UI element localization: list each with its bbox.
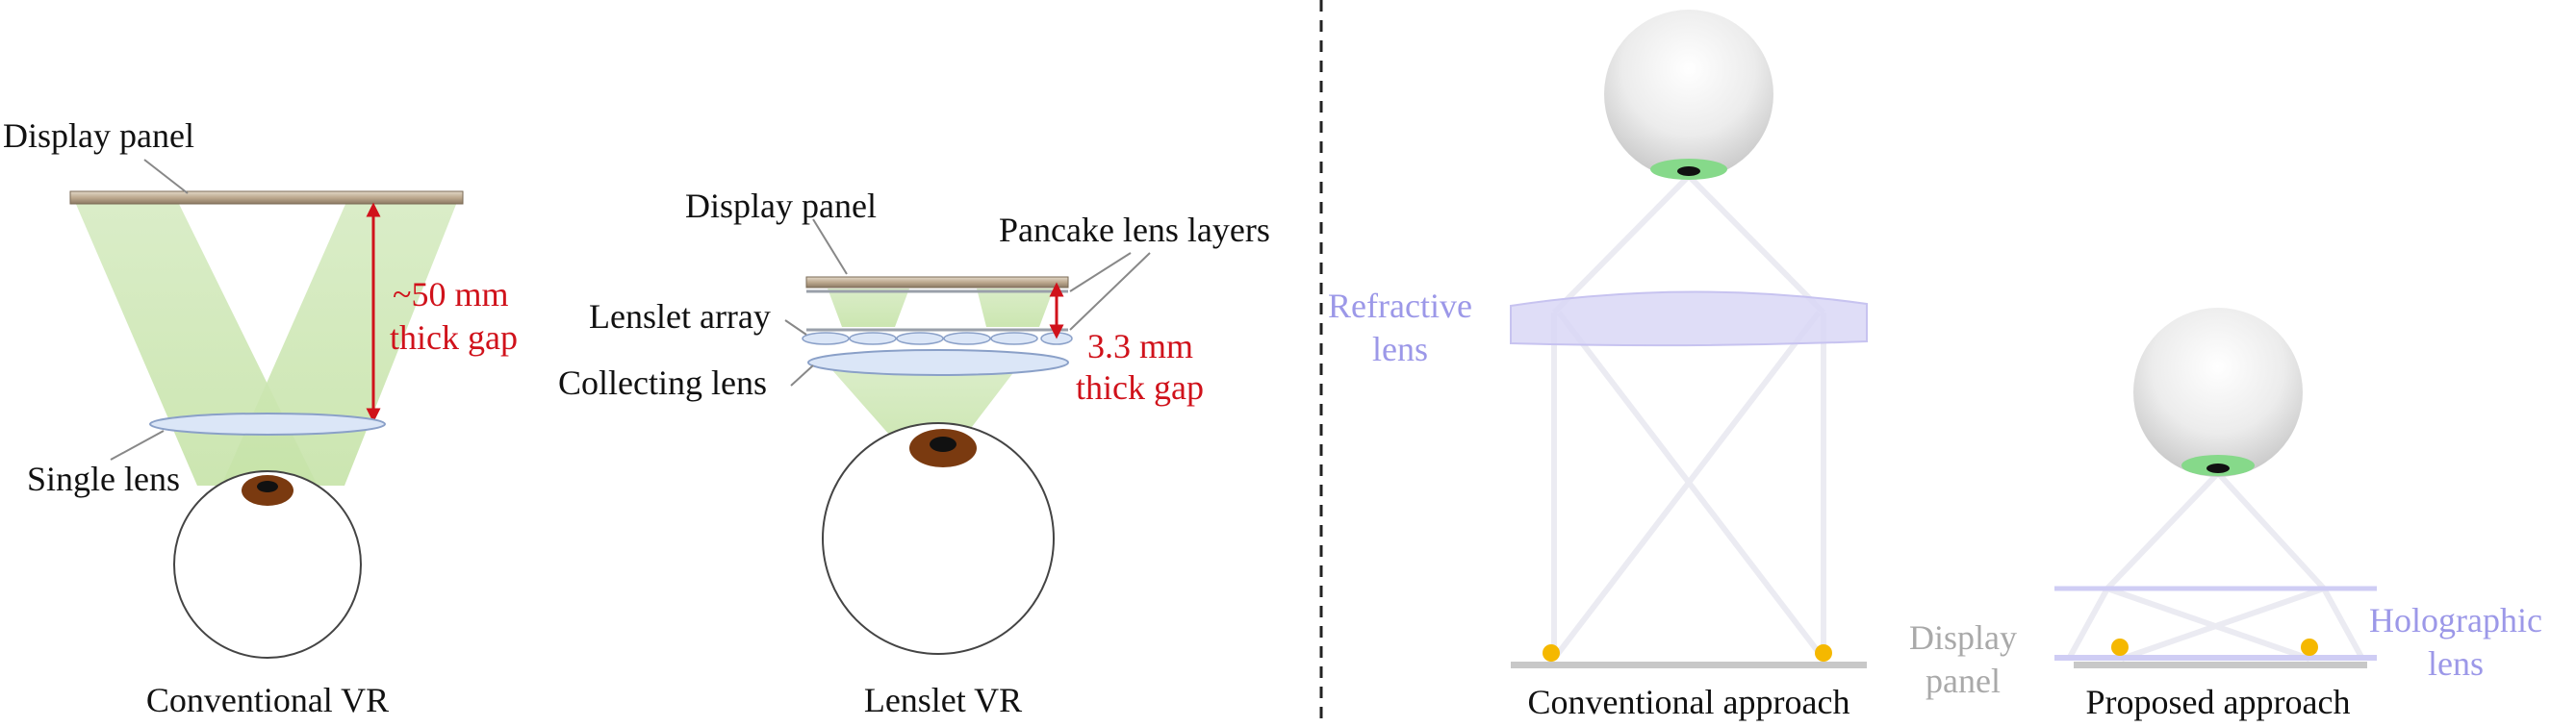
- conventional-approach-caption: Conventional approach: [1528, 683, 1850, 721]
- lenslet-array-label: Lenslet array: [589, 297, 771, 336]
- single-lens-leader: [110, 430, 165, 461]
- conventional-vr-panel: Display panel ~50 mm thick gap Single le…: [3, 116, 518, 719]
- conventional-approach-panel: Refractive lens Conventional approach: [1328, 10, 1868, 721]
- lenslet-pupil: [930, 437, 956, 452]
- proposed-approach-caption: Proposed approach: [2086, 683, 2351, 721]
- proposed-eye-sphere: [2133, 308, 2303, 477]
- eye-sphere: [1604, 10, 1773, 179]
- light-source-left: [1543, 644, 1560, 662]
- thin-gap-label-line2: thick gap: [1076, 368, 1204, 407]
- proposed-light-source-right: [2301, 639, 2318, 656]
- refractive-label-line1: Refractive: [1328, 287, 1472, 325]
- pupil-center: [1677, 166, 1700, 176]
- proposed-display-panel: [2074, 662, 2367, 668]
- light-beam-lenslet-b: [977, 288, 1054, 327]
- pancake-lens-label: Pancake lens layers: [999, 211, 1270, 249]
- lenslet-eyeball: [822, 422, 1055, 655]
- collecting-lens-label: Collecting lens: [558, 364, 767, 402]
- proposed-light-source-left: [2111, 639, 2129, 656]
- display-label-line1: Display: [1909, 618, 2017, 657]
- lenslet-array: [802, 332, 1073, 345]
- ray-paths: [1551, 173, 1826, 661]
- eyeball: [173, 470, 362, 659]
- lenslet-vr-caption: Lenslet VR: [864, 681, 1022, 719]
- single-lens-label: Single lens: [27, 460, 180, 498]
- pancake-leader-1: [1069, 252, 1132, 292]
- display-panel-label: Display panel: [3, 116, 194, 155]
- holographic-label-line1: Holographic: [2369, 601, 2542, 639]
- display-panel: [69, 190, 464, 205]
- light-beam-lenslet-a: [828, 288, 909, 327]
- single-lens: [149, 413, 386, 436]
- refractive-label-line2: lens: [1372, 330, 1428, 368]
- conventional-vr-caption: Conventional VR: [146, 681, 389, 719]
- pupil: [257, 481, 278, 492]
- collecting-lens: [807, 349, 1069, 376]
- pancake-leader-2: [1069, 252, 1151, 331]
- collecting-lens-leader: [790, 364, 814, 387]
- display-label-line2: panel: [1926, 662, 2001, 700]
- light-beam-collecting: [832, 370, 1015, 452]
- proposed-ray-paths: [2066, 470, 2365, 662]
- light-source-right: [1815, 644, 1832, 662]
- proposed-pupil-center: [2206, 464, 2230, 473]
- lenslet-display-leader: [812, 218, 848, 275]
- lenslet-vr-panel: Display panel Pancake lens layers Lensle…: [558, 187, 1270, 719]
- thin-gap-label-line1: 3.3 mm: [1087, 327, 1193, 365]
- gap-label-line2: thick gap: [390, 318, 518, 357]
- refractive-lens: [1510, 290, 1868, 347]
- lenslet-display-panel: [805, 276, 1069, 288]
- conventional-display-panel: [1511, 662, 1867, 668]
- holographic-label-line2: lens: [2428, 644, 2484, 683]
- lenslet-array-leader: [784, 319, 807, 336]
- gap-label-line1: ~50 mm: [393, 275, 508, 313]
- proposed-approach-panel: Display panel Holographic lens Proposed …: [1909, 308, 2542, 721]
- display-panel-leader: [143, 159, 189, 194]
- lenslet-display-panel-label: Display panel: [685, 187, 877, 225]
